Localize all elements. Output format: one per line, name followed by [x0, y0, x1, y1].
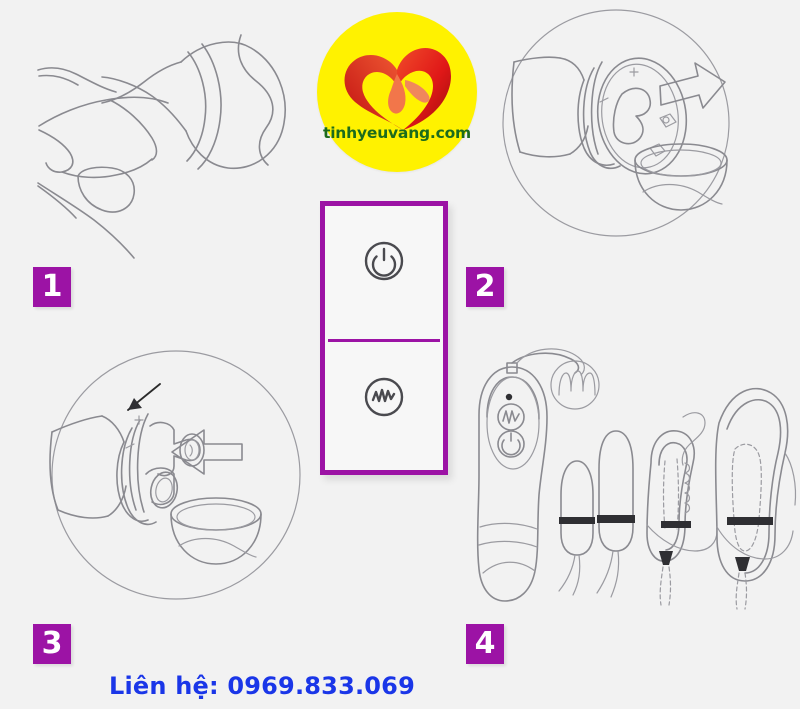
- logo-heart-right: [397, 48, 451, 130]
- step-4-illustration: [455, 345, 800, 622]
- step-badge-3: 3: [33, 624, 71, 664]
- contact-line: Liên hệ: 0969.833.069: [0, 672, 800, 700]
- step-badge-2: 2: [466, 267, 504, 307]
- step-1-illustration: [6, 8, 306, 268]
- contact-text: Liên hệ: 0969.833.069: [109, 672, 415, 700]
- remote-control-face[interactable]: [320, 201, 448, 475]
- vibration-wave-icon: [364, 377, 404, 417]
- remote-divider: [328, 339, 440, 342]
- pointer-arrow-icon: [127, 383, 161, 411]
- brand-logo: tinhyeuvang.com: [317, 12, 477, 172]
- step-3-illustration: [30, 332, 322, 619]
- step-2-illustration: [490, 6, 740, 246]
- power-icon: [364, 241, 404, 281]
- logo-text: tinhyeuvang.com: [322, 124, 471, 142]
- step-badge-1: 1: [33, 267, 71, 307]
- arrow-right-icon: [659, 62, 726, 109]
- step-badge-4: 4: [466, 624, 504, 664]
- arrow-left-icon: [171, 429, 243, 475]
- logo-circle: tinhyeuvang.com: [317, 12, 477, 172]
- vibration-mode-button[interactable]: [361, 374, 407, 420]
- logo-heart-left: [344, 55, 403, 130]
- logo-flame: [388, 74, 406, 114]
- logo-hand-right: [405, 80, 430, 103]
- power-button[interactable]: [361, 238, 407, 284]
